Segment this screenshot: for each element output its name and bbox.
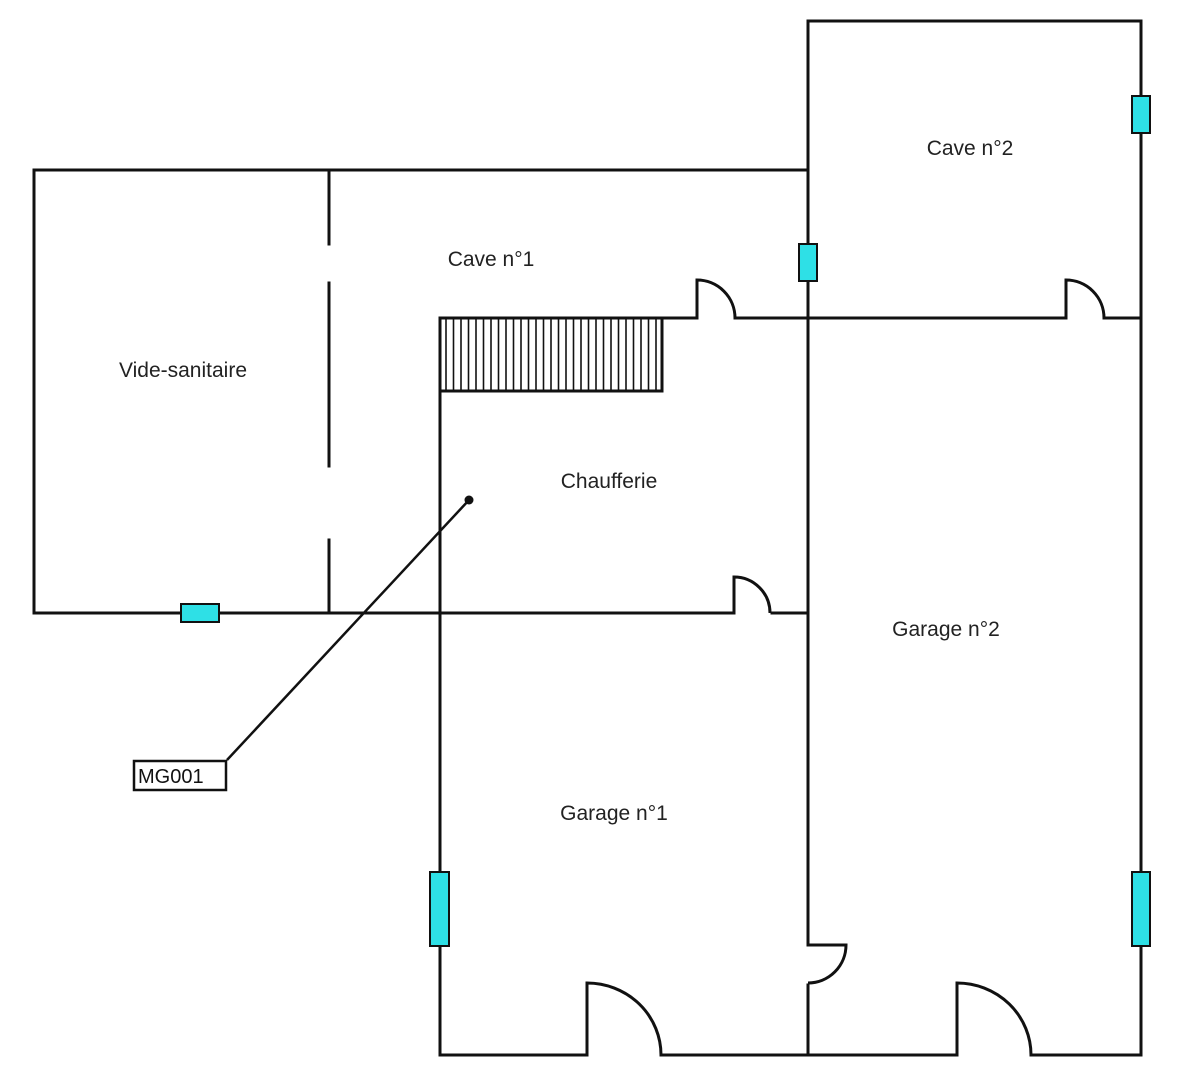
marker-tag-label: MG001 bbox=[138, 766, 204, 788]
room-label-cave-1: Cave n°1 bbox=[448, 248, 535, 271]
window-cave1-cave2 bbox=[798, 243, 818, 282]
door-garage2-exterior bbox=[955, 981, 1033, 1056]
staircase bbox=[438, 316, 664, 393]
door-cave2 bbox=[1064, 278, 1106, 319]
marker-tag-box bbox=[132, 759, 228, 792]
door-garage1-garage2 bbox=[807, 943, 848, 985]
windows bbox=[180, 95, 1151, 947]
door-cave1-chaufferie bbox=[695, 278, 737, 319]
doors bbox=[585, 278, 1106, 1056]
staircase-steps bbox=[445, 318, 657, 391]
room-label-garage-1: Garage n°1 bbox=[560, 802, 668, 825]
window-garage2-right bbox=[1131, 871, 1151, 947]
room-label-cave-2: Cave n°2 bbox=[927, 137, 1014, 160]
walls bbox=[32, 19, 1143, 1057]
room-label-garage-2: Garage n°2 bbox=[892, 618, 1000, 641]
room-labels: Vide-sanitaire Cave n°1 Cave n°2 Chauffe… bbox=[119, 137, 1013, 825]
marker-point bbox=[464, 495, 474, 505]
room-label-vide-sanitaire: Vide-sanitaire bbox=[119, 359, 247, 382]
room-label-chaufferie: Chaufferie bbox=[561, 470, 658, 493]
window-cave2-right bbox=[1131, 95, 1151, 134]
marker-leader-line bbox=[226, 499, 470, 761]
marker-mg001: MG001 bbox=[132, 495, 474, 792]
window-vide-sanitaire-bottom bbox=[180, 603, 220, 623]
window-garage1-left bbox=[429, 871, 450, 947]
door-chaufferie-garage1 bbox=[732, 575, 772, 614]
door-garage1-exterior bbox=[585, 981, 663, 1056]
